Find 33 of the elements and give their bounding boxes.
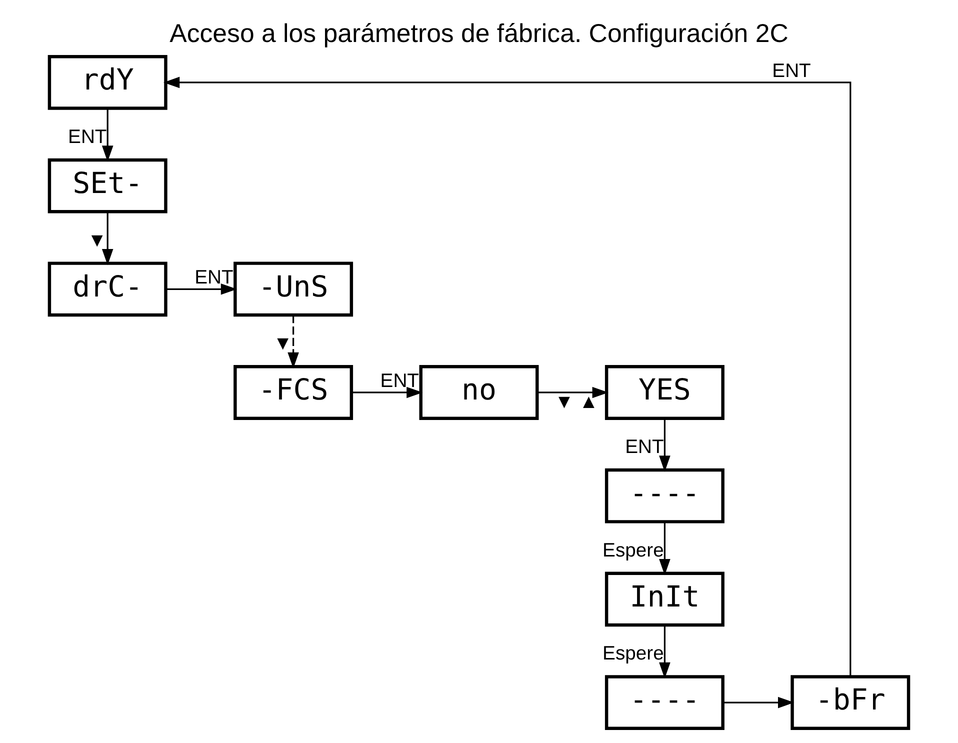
arrow: [288, 315, 299, 368]
arrow: [352, 386, 423, 398]
arrow: [659, 625, 670, 679]
arrow: [166, 283, 238, 295]
node-box: rdY: [48, 55, 168, 110]
edge-label: ▼: [273, 332, 292, 355]
arrow: [722, 696, 794, 708]
node-box: -FCS: [234, 365, 354, 420]
node-box: -bFr: [790, 675, 910, 730]
edge-label: ENT: [380, 370, 420, 392]
node-box: SEt-: [48, 158, 168, 214]
node-box: -UnS: [234, 262, 354, 317]
edge-label: ENT: [68, 126, 107, 148]
node-box: no: [419, 365, 539, 420]
edge-label: ▼ ▲: [554, 390, 598, 413]
edge-label: Espere: [602, 642, 664, 665]
diagram-title: Acceso a los parámetros de fábrica. Configuración 2C: [170, 20, 788, 48]
arrow: [102, 212, 114, 266]
arrow: [102, 108, 114, 162]
edge-label: ENT: [625, 436, 664, 458]
arrow: [659, 522, 670, 576]
node-box: ----: [604, 675, 724, 730]
edge-label: ▼: [88, 229, 107, 252]
node-box: InIt: [604, 572, 724, 627]
arrow: [537, 386, 608, 398]
node-box: ----: [604, 468, 724, 524]
node-box: drC-: [48, 262, 168, 317]
arrow: [659, 418, 670, 472]
arrow: [163, 76, 852, 677]
edge-label: Espere: [602, 539, 664, 562]
edge-label: ENT: [194, 266, 234, 289]
node-box: YES: [604, 365, 724, 420]
edge-label: ENT: [772, 60, 811, 82]
